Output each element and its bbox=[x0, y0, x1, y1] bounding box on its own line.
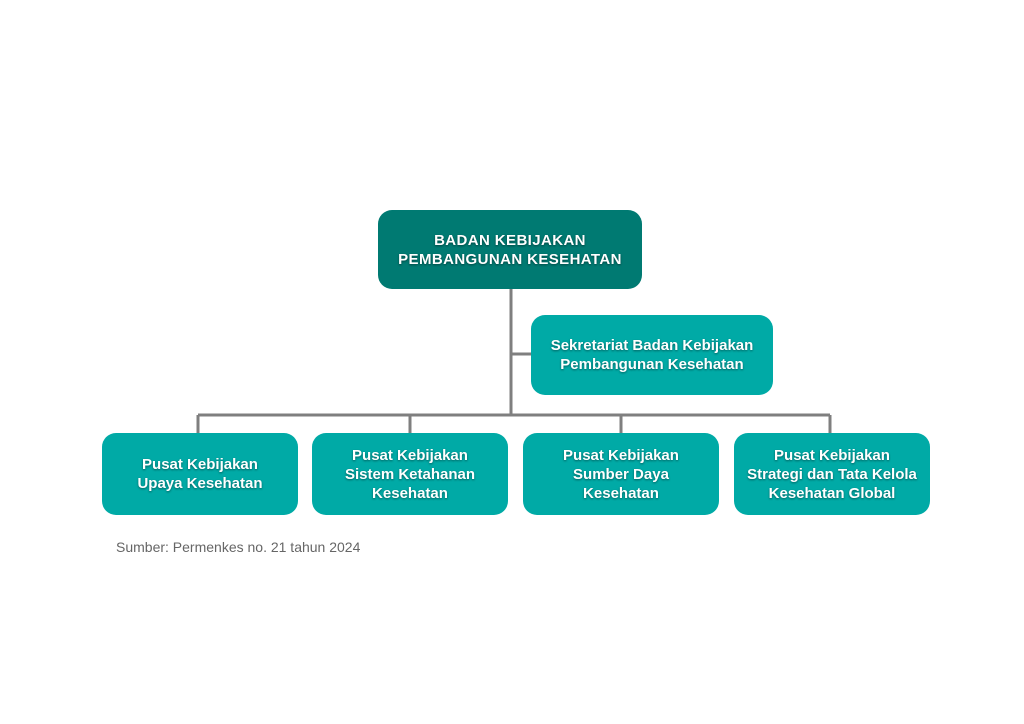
org-box-line: Pusat Kebijakan bbox=[563, 446, 679, 464]
org-box-line: Pusat Kebijakan bbox=[774, 446, 890, 464]
org-box-badan-kebijakan: BADAN KEBIJAKAN PEMBANGUNAN KESEHATAN bbox=[378, 210, 642, 289]
org-box-sekretariat: Sekretariat Badan Kebijakan Pembangunan … bbox=[531, 315, 773, 395]
org-box-line: Kesehatan bbox=[372, 484, 448, 502]
org-box-pusat-sistem-ketahanan: Pusat Kebijakan Sistem Ketahanan Kesehat… bbox=[312, 433, 508, 515]
org-box-line: Kesehatan Global bbox=[768, 484, 896, 502]
org-box-line: Sistem Ketahanan bbox=[344, 465, 476, 483]
org-box-line: Pusat Kebijakan bbox=[352, 446, 468, 464]
org-box-pusat-strategi-tata-kelola: Pusat Kebijakan Strategi dan Tata Kelola… bbox=[734, 433, 930, 515]
org-box-line: Upaya Kesehatan bbox=[137, 475, 263, 492]
org-box-line: Sumber Daya bbox=[573, 465, 669, 483]
org-box-pusat-sumber-daya: Pusat Kebijakan Sumber Daya Kesehatan bbox=[523, 433, 719, 515]
org-box-line: BADAN KEBIJAKAN bbox=[434, 231, 586, 249]
org-box-pusat-upaya-kesehatan: Pusat Kebijakan Upaya Kesehatan bbox=[102, 433, 298, 515]
org-box-line: Pembangunan Kesehatan bbox=[560, 356, 744, 373]
org-box-line: Kesehatan bbox=[583, 484, 659, 502]
org-box-line: Strategi dan Tata Kelola bbox=[747, 465, 917, 483]
source-citation: Sumber: Permenkes no. 21 tahun 2024 bbox=[116, 539, 361, 555]
org-box-line: Sekretariat Badan Kebijakan bbox=[550, 337, 754, 354]
org-box-line: PEMBANGUNAN KESEHATAN bbox=[398, 250, 622, 268]
org-box-line: Pusat Kebijakan bbox=[142, 456, 258, 473]
